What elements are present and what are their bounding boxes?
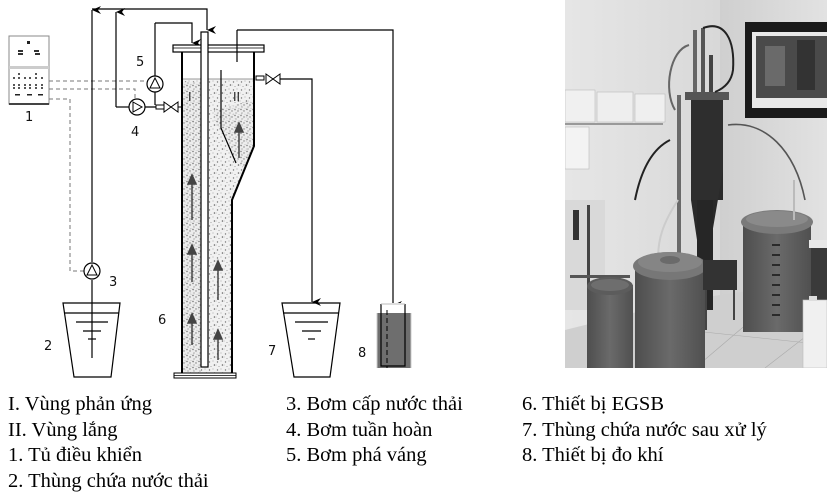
legend-column-1: I. Vùng phản ứng II. Vùng lắng 1. Tủ điề… bbox=[8, 392, 209, 494]
label-scum-pump-number: 5 bbox=[136, 55, 144, 70]
photo-pump-stand bbox=[703, 260, 737, 330]
legend-item-scum-pump: 5. Bơm phá váng bbox=[286, 444, 427, 466]
legend-item-wastewater-tank: 2. Thùng chứa nước thải bbox=[8, 469, 209, 492]
legend-item-treated-water-tank: 7. Thùng chứa nước sau xử lý bbox=[522, 418, 767, 441]
legend-item-control-cabinet: 1. Tủ điều khiển bbox=[8, 444, 142, 466]
label-recirculation-pump-number: 4 bbox=[131, 125, 139, 140]
label-settling-zone: II bbox=[233, 90, 240, 104]
recirculation-valve bbox=[155, 101, 182, 113]
upflow-arrows bbox=[186, 121, 245, 360]
legend-item-settling-zone: II. Vùng lắng bbox=[8, 418, 118, 441]
gas-meter bbox=[376, 303, 412, 368]
legend-item-recirculation-pump: 4. Bơm tuần hoàn bbox=[286, 418, 433, 441]
label-egsb-reactor-number: 6 bbox=[158, 313, 166, 328]
scum-pump bbox=[146, 75, 164, 93]
photo-middle-barrel bbox=[633, 252, 707, 368]
feed-pump bbox=[83, 262, 101, 280]
label-wastewater-tank-number: 2 bbox=[44, 339, 52, 354]
photo-framed-picture bbox=[745, 22, 827, 118]
label-control-cabinet-number: 1 bbox=[25, 110, 33, 125]
photo-small-barrel bbox=[587, 277, 633, 368]
gas-line bbox=[237, 29, 402, 309]
scum-line bbox=[154, 22, 201, 105]
label-treated-water-tank-number: 7 bbox=[268, 344, 276, 359]
control-signal-lines bbox=[49, 80, 147, 272]
label-reaction-zone: I bbox=[188, 90, 192, 104]
feed-line bbox=[91, 6, 216, 358]
legend-item-gas-meter: 8. Thiết bị đo khí bbox=[522, 444, 664, 466]
recirculation-pump bbox=[128, 98, 146, 116]
treated-water-tank bbox=[281, 302, 341, 378]
label-gas-meter-number: 8 bbox=[358, 346, 366, 361]
photo-wall-notes bbox=[565, 89, 666, 170]
control-cabinet bbox=[8, 35, 50, 105]
legend-item-reaction-zone: I. Vùng phản ứng bbox=[8, 393, 152, 415]
label-feed-pump-number: 3 bbox=[109, 275, 117, 290]
egsb-schematic-diagram: 1 2 3 4 bbox=[8, 6, 412, 379]
legend-column-2: 3. Bơm cấp nước thải 4. Bơm tuần hoàn 5.… bbox=[286, 392, 463, 469]
legend-item-feed-pump: 3. Bơm cấp nước thải bbox=[286, 393, 463, 415]
legend-item-egsb-reactor: 6. Thiết bị EGSB bbox=[522, 393, 664, 415]
egsb-setup-photo bbox=[565, 0, 827, 368]
effluent-line bbox=[255, 73, 321, 306]
photo-large-barrel bbox=[741, 180, 813, 332]
legend-column-3: 6. Thiết bị EGSB 7. Thùng chứa nước sau … bbox=[522, 392, 767, 469]
egsb-reactor bbox=[172, 30, 265, 379]
photo-table-and-container bbox=[802, 240, 827, 368]
